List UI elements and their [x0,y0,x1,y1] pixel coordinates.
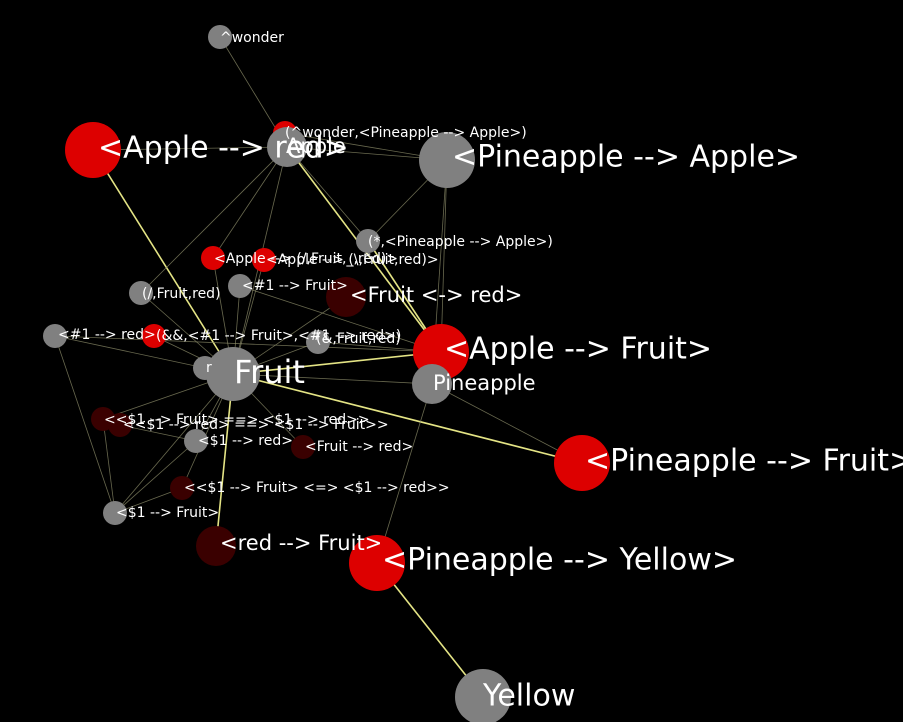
edge-impl_fruit_red-s1_fruit [102,418,116,514]
edge-fruit-red_fruit [215,373,234,547]
node-label-wonder_pineapple: (^wonder,<Pineapple --> Apple>) [285,125,527,141]
node-label-h1_fruit: <#1 --> Fruit> [242,278,348,294]
node-label-apple_red: <Apple --> red> [98,131,349,166]
node-label-s1_fruit: <$1 --> Fruit> [116,505,219,521]
edge-apple_red-apple_concept [92,146,288,151]
node-label-yellow: Yellow [482,679,575,714]
node-equiv_fruit_red[interactable] [170,476,194,500]
node-label-pineapple_yellow: <Pineapple --> Yellow> [382,543,737,578]
node-label-apple_concept: Apple [286,134,346,158]
edge-apple_concept-slash_fruit_red [140,146,288,294]
node-slash_fruit_red[interactable] [129,281,153,305]
node-label-red_fruit: <red --> Fruit> [220,531,382,555]
node-s1_red[interactable] [184,429,208,453]
node-s1_fruit[interactable] [103,501,127,525]
edge-apple_fruit-h1_fruit [239,285,442,353]
node-label-pineapple_fruit: <Pineapple --> Fruit> [585,444,903,479]
node-pineapple_fruit[interactable] [554,435,610,491]
edge-apple_fruit-h1_red [54,335,442,353]
node-label-impl_fruit_red: <<$1 --> Fruit> ==> <$1 --> red>> [104,412,370,428]
edge-impl_red_fruit-s1_red [119,424,197,442]
edge-pineapple_yellow-yellow [376,562,484,698]
edge-apple_concept-star_pineapple [286,146,369,242]
node-and_h1_fruit[interactable] [142,324,166,348]
node-label-s1_red: <$1 --> red> [198,433,293,449]
edge-fruit-s1_fruit [114,373,234,514]
node-label-h1_red: <#1 --> red> [58,327,156,343]
node-label-apple_fruit_red: <Apple --> (\,Fruit,red)> [266,252,439,268]
node-label-star_pineapple: (*,<Pineapple --> Apple>) [368,234,553,250]
node-pineapple_apple[interactable] [419,132,475,188]
node-h1_red[interactable] [43,324,67,348]
node-wonder[interactable] [208,25,232,49]
node-apple_red[interactable] [65,122,121,178]
node-label-apple_fruit: <Apple --> Fruit> [444,332,712,367]
node-label-pineapple: Pineapple [433,371,536,395]
node-fruit_red[interactable] [291,435,315,459]
edge-s1_red-s1_fruit [114,440,197,514]
node-label-fruit_equiv_red: <Fruit <-> red> [350,283,522,307]
edge-pineapple-pineapple_fruit [431,383,583,464]
node-label-apple_arrow_small: <Apple --> (/,Fruit,_,red)> [214,251,398,267]
node-apple_fruit_red[interactable] [252,248,276,272]
node-impl_red_fruit[interactable] [108,413,132,437]
node-label-amp_fruit_red: (&,Fruit,red) [316,331,401,347]
node-r_node[interactable] [193,356,217,380]
node-label-impl_red_fruit: <<$1 --> red> ==> <$1 --> Fruit>> [123,417,389,433]
edge-apple_red-fruit [92,149,234,375]
node-apple_concept[interactable] [267,127,307,167]
node-amp_fruit_red[interactable] [306,330,330,354]
node-label-and_h1_fruit: (&&,<#1 --> Fruit>,<#1 --> red>) [156,328,401,344]
edge-fruit-pineapple_fruit [232,373,583,464]
node-apple_arrow_small[interactable] [201,246,225,270]
label-layer: ^wonder <Apple --> red>(^wonder,<Pineappl… [58,30,903,714]
node-red_fruit[interactable] [196,526,236,566]
edge-pineapple_apple-apple_fruit [440,159,448,353]
node-pineapple[interactable] [412,364,452,404]
node-label-wonder: ^wonder [220,30,284,46]
node-yellow[interactable] [455,669,511,722]
edge-fruit-pineapple [232,373,433,385]
node-label-fruit: Fruit [234,353,305,391]
node-layer [43,25,610,722]
node-label-fruit_red: <Fruit --> red> [305,439,413,455]
edge-pineapple-pineapple_yellow [376,383,433,564]
node-h1_fruit[interactable] [228,274,252,298]
node-fruit[interactable] [206,347,260,401]
node-label-pineapple_apple: <Pineapple --> Apple> [452,140,800,175]
node-pineapple_yellow[interactable] [349,535,405,591]
edge-apple_concept-apple_arrow_small [212,146,288,259]
node-fruit_equiv_red[interactable] [326,277,366,317]
node-star_pineapple[interactable] [356,229,380,253]
node-label-equiv_fruit_red: <<$1 --> Fruit> <=> <$1 --> red>> [184,480,450,496]
edge-apple_fruit-fruit [232,351,442,375]
edge-h1_red-s1_fruit [54,335,116,514]
node-label-slash_fruit_red: (/,Fruit,red) [142,286,221,302]
node-label-r_node: r [206,360,212,376]
